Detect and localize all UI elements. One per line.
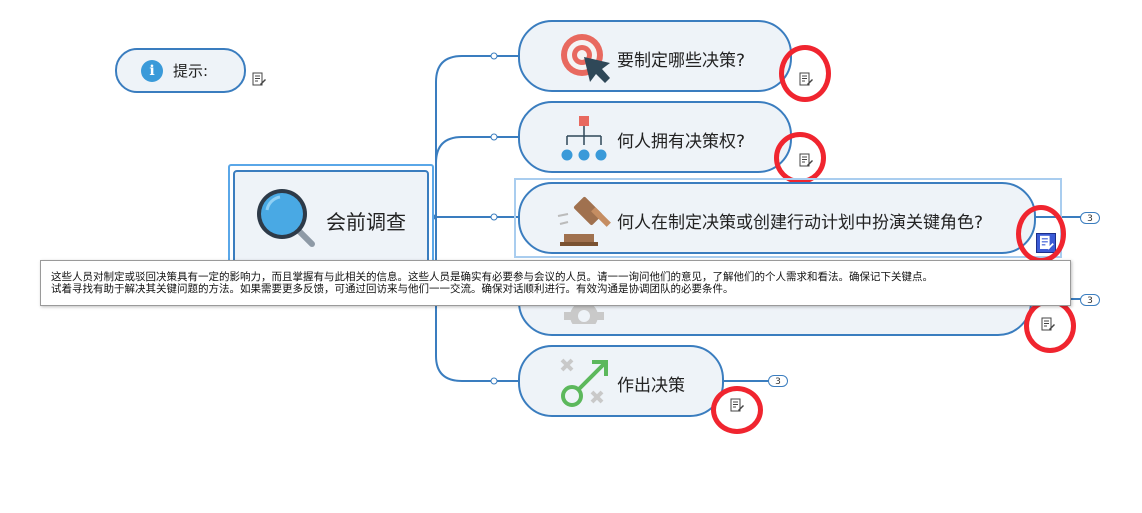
highlight-circle bbox=[1016, 205, 1066, 263]
gavel-icon bbox=[557, 196, 611, 246]
org-chart-icon bbox=[561, 116, 607, 161]
highlight-circle bbox=[774, 132, 826, 184]
highlight-circle bbox=[1024, 299, 1076, 353]
hint-label: 提示: bbox=[173, 62, 209, 80]
central-topic[interactable]: 会前调查 bbox=[228, 164, 434, 274]
branch-decisions-label: 要制定哪些决策? bbox=[617, 51, 746, 71]
collapsed-count-badge[interactable]: 3 bbox=[768, 375, 788, 387]
collapsed-count-badge[interactable]: 3 bbox=[1080, 294, 1100, 306]
branch-key-roles[interactable]: 何人在制定决策或创建行动计划中扮演关键角色? bbox=[518, 182, 1036, 254]
branch-authority[interactable]: 何人拥有决策权? bbox=[518, 101, 792, 173]
collapsed-count-badge[interactable]: 3 bbox=[1080, 212, 1100, 224]
hint-node[interactable]: i 提示: bbox=[115, 48, 246, 93]
branch-key-roles-label: 何人在制定决策或创建行动计划中扮演关键角色? bbox=[617, 213, 984, 233]
central-topic-label: 会前调查 bbox=[326, 210, 406, 234]
note-tooltip-line: 这些人员对制定或驳回决策具有一定的影响力，而且掌握有与此相关的信息。这些人员是确… bbox=[51, 271, 933, 283]
branch-make-decision[interactable]: 作出决策 bbox=[518, 345, 724, 417]
note-icon[interactable] bbox=[252, 72, 266, 87]
note-tooltip-line: 试着寻找有助于解决其关键问题的方法。如果需要更多反馈，可通过回访来与他们一一交流… bbox=[51, 283, 734, 295]
branch-decisions[interactable]: 要制定哪些决策? bbox=[518, 20, 792, 92]
decision-icon bbox=[560, 358, 608, 407]
target-icon bbox=[561, 34, 610, 83]
magnifier-icon bbox=[257, 189, 315, 247]
branch-authority-label: 何人拥有决策权? bbox=[617, 132, 746, 152]
note-tooltip: 这些人员对制定或驳回决策具有一定的影响力，而且掌握有与此相关的信息。这些人员是确… bbox=[40, 260, 1071, 306]
highlight-circle bbox=[779, 45, 831, 102]
info-icon: i bbox=[141, 59, 163, 82]
highlight-circle bbox=[711, 386, 763, 434]
branch-make-decision-label: 作出决策 bbox=[617, 376, 685, 396]
